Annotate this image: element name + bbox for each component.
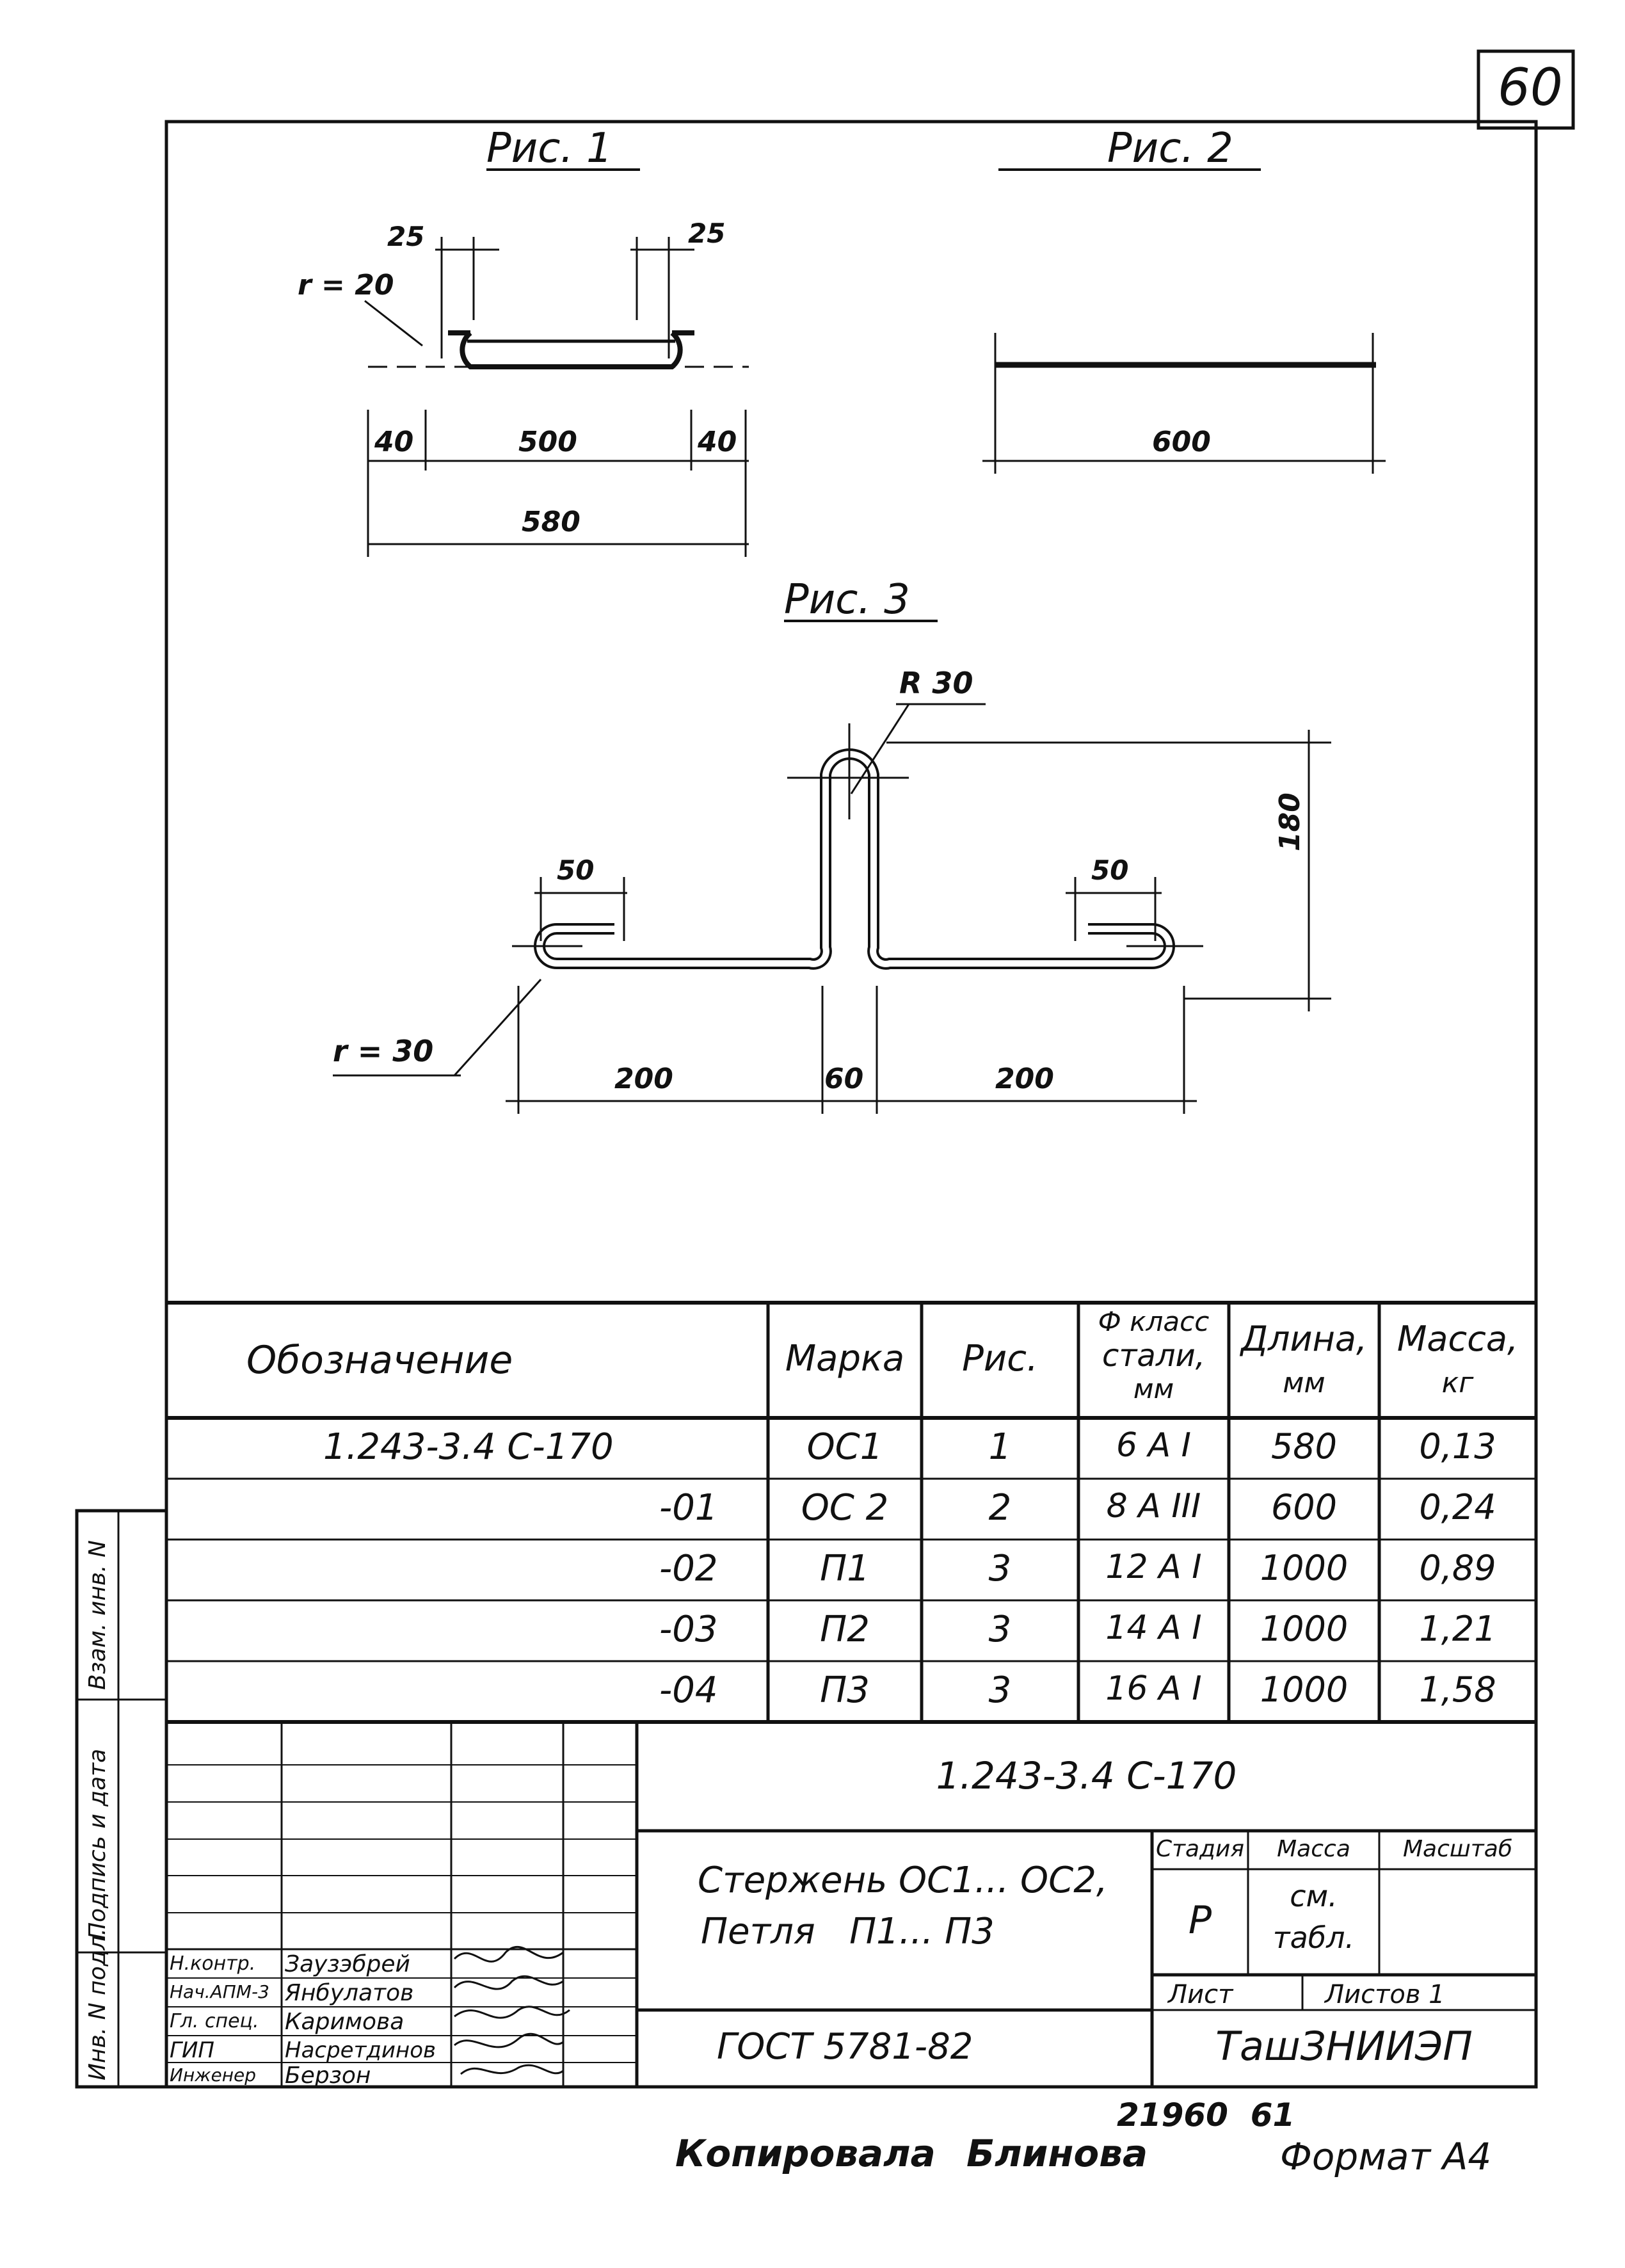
spec-mass: 0,24: [1419, 1487, 1496, 1527]
person-role: Гл. спец.: [170, 2010, 259, 2032]
spec-mass: 1,58: [1419, 1669, 1496, 1710]
titleblock-scale-header: Масштаб: [1402, 1836, 1513, 1862]
sheet-frame: [164, 120, 1538, 2089]
titleblock-standard: ГОСТ 5781-82: [717, 2026, 973, 2068]
side-field-inventory: Инв. N подл.: [84, 1928, 111, 2080]
spec-fig: 1: [988, 1426, 1012, 1468]
spec-header-mass-1: Масса,: [1397, 1319, 1519, 1359]
fig1-radius: r = 20: [298, 269, 394, 302]
spec-fig: 3: [988, 1548, 1012, 1589]
footer-order-number: 21960 61: [1117, 2096, 1295, 2134]
spec-header-steel-1: Ф класс: [1098, 1306, 1210, 1337]
spec-designation: -02: [659, 1548, 718, 1589]
person-name: Каримова: [285, 2009, 404, 2035]
person-role: ГИП: [170, 2038, 214, 2063]
spec-steel: 8 А III: [1106, 1487, 1201, 1525]
fig3-drawing: [333, 620, 1331, 1114]
spec-mark: ОС 2: [801, 1487, 889, 1529]
fig3-radius-small: r = 30: [333, 1034, 434, 1068]
person-name: Насретдинов: [285, 2038, 436, 2063]
spec-header-mark: Марка: [785, 1338, 905, 1379]
spec-length: 1000: [1260, 1609, 1349, 1649]
footer-copied-label: Копировала: [675, 2132, 936, 2175]
sheet-number: 60: [1498, 58, 1563, 117]
titleblock-code: 1.243-3.4 С-170: [936, 1754, 1237, 1798]
spec-header-steel-2: стали,: [1102, 1338, 1205, 1374]
person-name: Янбулатов: [285, 1980, 414, 2006]
titleblock-stage-value: Р: [1188, 1898, 1212, 1943]
fig3-title: Рис. 3: [784, 576, 910, 623]
spec-designation: -04: [659, 1669, 718, 1711]
spec-mark: ОС1: [806, 1426, 883, 1468]
spec-mark: П3: [820, 1669, 870, 1711]
spec-fig: 3: [988, 1669, 1012, 1711]
fig3-dim-200b: 200: [995, 1063, 1054, 1095]
spec-mass: 0,13: [1419, 1426, 1496, 1467]
person-role: Н.контр.: [170, 1952, 256, 1975]
spec-steel: 14 А I: [1105, 1609, 1202, 1647]
fig1-hook-right: 25: [688, 218, 726, 249]
titleblock-sheet-header: Лист: [1168, 1980, 1233, 2009]
spec-length: 1000: [1260, 1548, 1349, 1588]
titleblock-sheets-header: Листов 1: [1325, 1980, 1445, 2009]
fig2-dim-600: 600: [1152, 426, 1211, 458]
spec-designation: -01: [659, 1487, 718, 1529]
footer-copier-name: Блинова: [966, 2132, 1148, 2175]
spec-fig: 3: [988, 1609, 1012, 1650]
spec-steel: 6 А I: [1116, 1426, 1192, 1465]
fig3-hook-right: 50: [1091, 855, 1129, 886]
fig1-drawing: [364, 168, 1152, 557]
spec-mass: 1,21: [1419, 1609, 1496, 1649]
fig1-hook-left: 25: [387, 221, 425, 252]
spec-header-steel-3: мм: [1133, 1373, 1174, 1404]
fig3-dim-60: 60: [824, 1063, 864, 1095]
titleblock-organization: ТашЗНИИЭП: [1215, 2023, 1473, 2070]
titleblock-title-line2: Петля П1... П3: [701, 1911, 995, 1952]
fig2-drawing: [982, 168, 1386, 474]
signatures: [453, 1945, 570, 2075]
spec-length: 580: [1270, 1426, 1338, 1467]
spec-mark: П2: [820, 1609, 870, 1650]
titleblock-stage-header: Стадия: [1155, 1836, 1245, 1862]
fig1-title: Рис. 1: [486, 125, 612, 172]
titleblock-mass-header: Масса: [1277, 1836, 1350, 1862]
sheet-number-box: [1477, 49, 1575, 130]
side-field-signature-date: Подпись и дата: [84, 1748, 111, 1940]
fig3-radius-big: R 30: [899, 666, 973, 700]
side-field-replacement: Взам. инв. N: [84, 1540, 111, 1690]
fig3-hook-left: 50: [557, 855, 595, 886]
spec-header-fig: Рис.: [962, 1338, 1038, 1379]
spec-header-length-2: мм: [1283, 1367, 1325, 1399]
fig1-dim-500: 500: [518, 426, 577, 458]
person-name: Берзон: [285, 2063, 371, 2089]
spec-length: 600: [1270, 1487, 1338, 1527]
fig1-dim-580: 580: [522, 506, 580, 538]
fig1-dim-40a: 40: [374, 426, 414, 458]
person-role: Нач.АПМ-3: [170, 1981, 269, 2002]
titleblock-mass-value-2: табл.: [1272, 1920, 1355, 1955]
fig2-title: Рис. 2: [1107, 125, 1233, 172]
spec-steel: 12 А I: [1105, 1548, 1202, 1586]
spec-designation: -03: [659, 1609, 718, 1650]
fig3-dim-200a: 200: [614, 1063, 673, 1095]
spec-mark: П1: [820, 1548, 870, 1589]
spec-length: 1000: [1260, 1669, 1349, 1710]
spec-header-length-1: Длина,: [1240, 1319, 1368, 1359]
spec-mass: 0,89: [1419, 1548, 1496, 1588]
spec-steel: 16 А I: [1105, 1669, 1202, 1708]
footer-format: Формат А4: [1280, 2135, 1492, 2178]
titleblock-mass-value-1: см.: [1290, 1879, 1338, 1913]
spec-fig: 2: [988, 1487, 1012, 1529]
spec-header-designation: Обозначение: [246, 1338, 513, 1383]
person-name: Заузэбрей: [285, 1951, 410, 1977]
person-role: Инженер: [170, 2064, 257, 2086]
fig3-height-180: 180: [1274, 792, 1306, 851]
spec-header-mass-2: кг: [1441, 1367, 1474, 1399]
fig1-dim-40b: 40: [698, 426, 737, 458]
spec-designation: 1.243-3.4 С-170: [323, 1426, 614, 1468]
titleblock-title-line1: Стержень ОС1... ОС2,: [698, 1860, 1108, 1901]
